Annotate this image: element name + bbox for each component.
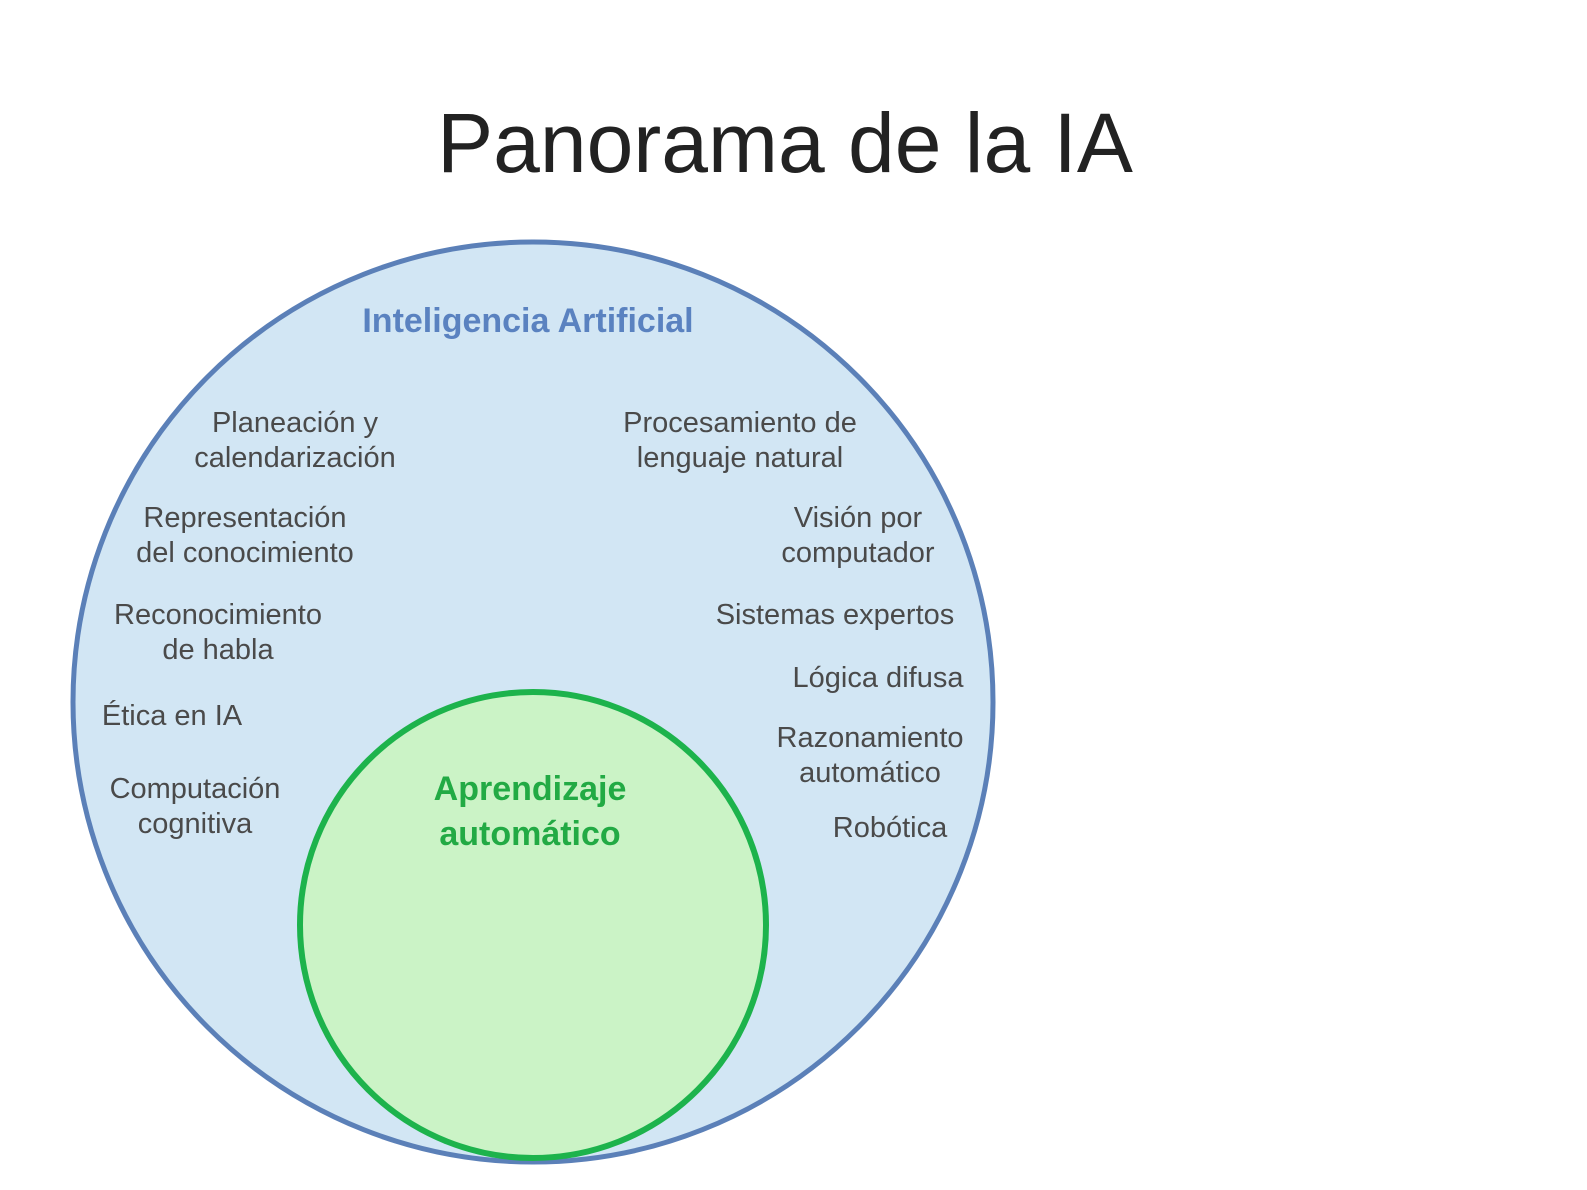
item-planning-2: calendarización <box>194 442 396 474</box>
item-planning-1: Planeación y <box>212 407 379 439</box>
item-cognitive-2: cognitiva <box>138 808 253 840</box>
item-robotics: Robótica <box>833 812 948 844</box>
item-fuzzy-logic: Lógica difusa <box>793 662 965 694</box>
item-knowledge-2: del conocimiento <box>136 537 354 569</box>
item-vision-2: computador <box>781 537 934 569</box>
item-nlp-1: Procesamiento de <box>623 407 857 439</box>
ml-circle <box>297 689 769 1161</box>
item-nlp-2: lenguaje natural <box>637 442 843 474</box>
item-speech-1: Reconocimiento <box>114 599 322 631</box>
item-expert-systems: Sistemas expertos <box>716 599 955 631</box>
ml-label-line1: Aprendizaje <box>434 770 627 808</box>
item-cognitive-1: Computación <box>110 773 281 805</box>
item-reasoning-1: Razonamiento <box>777 722 964 754</box>
item-knowledge-1: Representación <box>143 502 346 534</box>
item-reasoning-2: automático <box>799 757 941 789</box>
page-title: Panorama de la IA <box>437 96 1133 190</box>
item-ethics: Ética en IA <box>102 699 243 732</box>
item-speech-2: de habla <box>162 634 274 666</box>
item-vision-1: Visión por <box>794 502 923 534</box>
ml-label-line2: automático <box>439 815 620 853</box>
ai-label: Inteligencia Artificial <box>362 302 693 340</box>
